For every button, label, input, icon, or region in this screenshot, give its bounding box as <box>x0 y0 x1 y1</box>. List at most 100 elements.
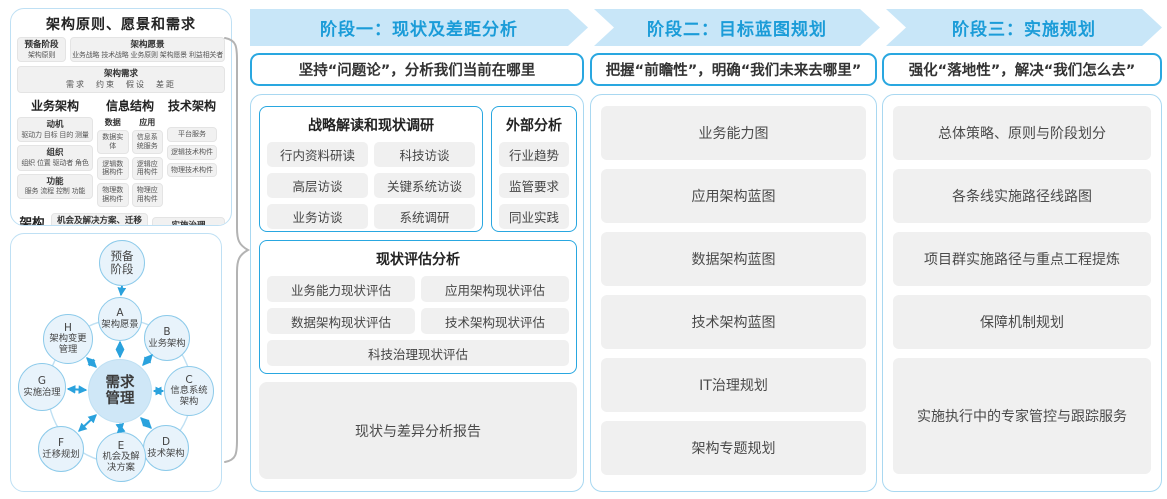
framework-columns: 业务架构 动机 驱动力 目标 目的 测量 组织 组织 位置 驱动者 角色 功能 … <box>17 97 225 210</box>
external-analysis-panel: 外部分析 行业趋势 监管要求 同业实践 <box>491 106 577 232</box>
adm-node-e-opportunities: E 机会及解决方案 <box>96 432 146 482</box>
external-item: 行业趋势 <box>499 142 569 167</box>
motivation-desc: 驱动力 目标 目的 测量 <box>21 130 89 139</box>
prep-phase-title: 预备阶段 <box>24 40 59 50</box>
motivation-title: 动机 <box>46 120 64 130</box>
assessment-analysis-panel: 现状评估分析 业务能力现状评估 应用架构现状评估 数据架构现状评估 技术架构现状… <box>259 240 577 374</box>
strategy-item: 行内资料研读 <box>267 142 368 167</box>
adm-node-b-business: B 业务架构 <box>144 315 190 361</box>
technology-item: 逻辑技术构件 <box>167 144 217 160</box>
data-item: 物理数据构件 <box>97 183 129 207</box>
phase1-content-panel: 战略解读和现状调研 行内资料研读 科技访谈 高层访谈 关键系统访谈 业务访谈 系… <box>250 94 584 492</box>
application-subtitle: 应用 <box>139 118 156 127</box>
function-box: 功能 服务 流程 控制 功能 <box>17 173 93 200</box>
requirements-items: 需求 约束 假设 差距 <box>66 80 176 89</box>
technology-architecture-title: 技术架构 <box>167 99 216 113</box>
phase3-title: 阶段三：实施规划 <box>952 20 1096 40</box>
left-to-phases-brace <box>224 37 251 463</box>
implementation-governance-title: 实施治理 <box>171 220 206 226</box>
gap-analysis-report-box: 现状与差异分析报告 <box>259 382 577 479</box>
implementation-governance-box: 实施治理 标准 指引 规格 <box>152 216 225 226</box>
phase2-item: 应用架构蓝图 <box>601 169 866 223</box>
phase3-item: 保障机制规划 <box>893 295 1151 349</box>
external-analysis-title: 外部分析 <box>506 118 562 134</box>
information-structure-column: 信息结构 数据 数据实体 逻辑数据构件 物理数据构件 应用 信息系统服务 逻辑应… <box>97 97 163 210</box>
adm-node-c-information-systems: C 信息系统架构 <box>164 366 214 416</box>
technology-item: 平台服务 <box>167 127 217 142</box>
assessment-item: 应用架构现状评估 <box>421 276 569 302</box>
external-item: 监管要求 <box>499 173 569 198</box>
application-subcolumn: 应用 信息系统服务 逻辑应用构件 物理应用构件 <box>131 117 163 210</box>
application-item: 物理应用构件 <box>131 183 163 207</box>
data-item: 数据实体 <box>97 130 129 154</box>
strategy-item: 业务访谈 <box>267 204 368 229</box>
phase2-item: 业务能力图 <box>601 106 866 160</box>
phase2-title: 阶段二：目标蓝图规划 <box>647 20 827 40</box>
phase3-band: 阶段三：实施规划 <box>886 9 1162 46</box>
adm-node-a-vision: A 架构愿景 <box>98 297 142 341</box>
organization-title: 组织 <box>46 148 64 159</box>
framework-panel: 架构原则、愿景和需求 预备阶段 架构原则 架构愿景 业务战略 技术战略 业务原则… <box>10 8 232 226</box>
prep-phase-box: 预备阶段 架构原则 <box>17 37 67 63</box>
requirements-box: 架构需求 需求 约束 假设 差距 <box>17 66 225 93</box>
prep-phase-sub: 架构原则 <box>27 50 56 59</box>
technology-architecture-column: 技术架构 平台服务 逻辑技术构件 物理技术构件 <box>167 97 217 180</box>
phase1-band: 阶段一：现状及差距分析 <box>250 9 588 46</box>
adm-node-g-governance: G 实施治理 <box>18 363 66 411</box>
application-item: 信息系统服务 <box>131 130 163 154</box>
phase3-item: 项目群实施路径与重点工程提炼 <box>893 232 1151 286</box>
strategy-item: 高层访谈 <box>267 173 368 198</box>
architecture-implementation-label: 架构实现 <box>19 215 45 226</box>
phase2-item: 技术架构蓝图 <box>601 295 866 349</box>
adm-node-d-technology: D 技术架构 <box>143 425 189 471</box>
vision-box: 架构愿景 业务战略 技术战略 业务原则 架构愿景 利益相关者 <box>70 37 225 63</box>
strategy-item: 系统调研 <box>374 204 475 229</box>
adm-requirements-management-label: 需求管理 <box>105 374 135 407</box>
phase3-item: 各条线实施路径线路图 <box>893 169 1151 223</box>
assessment-item: 数据架构现状评估 <box>267 308 415 334</box>
framework-row-vision: 预备阶段 架构原则 架构愿景 业务战略 技术战略 业务原则 架构愿景 利益相关者 <box>17 37 225 63</box>
phase2-item: IT治理规划 <box>601 358 866 412</box>
architecture-implementation-row: 架构实现 机会及解决方案、迁移规划 工作包 架构契约 实施治理 标准 指引 规格 <box>17 212 225 226</box>
phase2-content-panel: 业务能力图 应用架构蓝图 数据架构蓝图 技术架构蓝图 IT治理规划 架构专题规划 <box>590 94 877 492</box>
adm-node-f-migration: F 迁移规划 <box>38 426 84 472</box>
phase3-item: 总体策略、原则与阶段划分 <box>893 106 1151 160</box>
vision-title: 架构愿景 <box>130 40 165 50</box>
phase2-subtitle: 把握“前瞻性”，明确“我们未来去哪里” <box>605 63 862 79</box>
technology-item: 物理技术构件 <box>167 162 217 178</box>
opportunities-migration-title: 机会及解决方案、迁移规划 <box>57 215 143 226</box>
assessment-item: 科技治理现状评估 <box>267 340 569 366</box>
phase1-subtitle: 坚持“问题论”，分析我们当前在哪里 <box>298 63 536 79</box>
adm-cycle-panel: 预备阶段 A 架构愿景 B 业务架构 C 信息系统架构 D 技术架构 E 机会及… <box>10 233 222 492</box>
phase1-title: 阶段一：现状及差距分析 <box>320 20 518 40</box>
requirements-title: 架构需求 <box>103 69 138 80</box>
data-subtitle: 数据 <box>104 118 121 127</box>
motivation-box: 动机 驱动力 目标 目的 测量 <box>17 117 93 143</box>
function-title: 功能 <box>46 176 64 187</box>
phase1-subtitle-box: 坚持“问题论”，分析我们当前在哪里 <box>250 53 584 86</box>
vision-items: 业务战略 技术战略 业务原则 架构愿景 利益相关者 <box>72 50 223 59</box>
organization-desc: 组织 位置 驱动者 角色 <box>21 159 89 167</box>
business-architecture-column: 业务架构 动机 驱动力 目标 目的 测量 组织 组织 位置 驱动者 角色 功能 … <box>17 97 93 202</box>
strategy-research-panel: 战略解读和现状调研 行内资料研读 科技访谈 高层访谈 关键系统访谈 业务访谈 系… <box>259 106 483 232</box>
phase2-subtitle-box: 把握“前瞻性”，明确“我们未来去哪里” <box>590 53 877 86</box>
information-structure-title: 信息结构 <box>105 99 154 113</box>
phase3-content-panel: 总体策略、原则与阶段划分 各条线实施路径线路图 项目群实施路径与重点工程提炼 保… <box>882 94 1162 492</box>
assessment-analysis-title: 现状评估分析 <box>376 252 460 268</box>
assessment-item: 业务能力现状评估 <box>267 276 415 302</box>
external-item: 同业实践 <box>499 204 569 229</box>
phase3-subtitle-box: 强化“落地性”，解决“我们怎么去” <box>882 53 1162 86</box>
strategy-research-title: 战略解读和现状调研 <box>308 118 434 134</box>
data-subcolumn: 数据 数据实体 逻辑数据构件 物理数据构件 <box>97 117 129 210</box>
strategy-item: 关键系统访谈 <box>374 173 475 198</box>
phase3-item: 实施执行中的专家管控与跟踪服务 <box>893 358 1151 474</box>
framework-title: 架构原则、愿景和需求 <box>46 17 196 33</box>
assessment-item: 技术架构现状评估 <box>421 308 569 334</box>
phase2-item: 数据架构蓝图 <box>601 232 866 286</box>
phase2-band: 阶段二：目标蓝图规划 <box>594 9 880 46</box>
function-desc: 服务 流程 控制 功能 <box>24 187 86 196</box>
adm-requirements-management-hub: 需求管理 <box>88 359 152 423</box>
adm-node-h-change-management: H 架构变更管理 <box>43 314 93 364</box>
strategy-item: 科技访谈 <box>374 142 475 167</box>
